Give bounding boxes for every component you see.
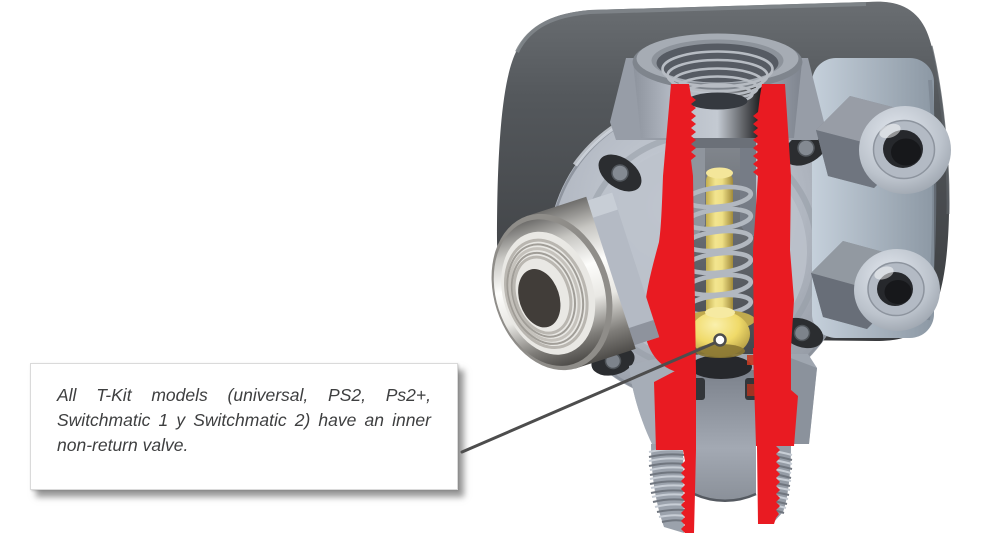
top-port: [610, 33, 824, 140]
side-port-bore: [518, 269, 561, 328]
cutaway-red-left: [643, 84, 696, 533]
callout-text-line-2: Switchmatic 1 y Switchmatic 2) have an i…: [57, 410, 431, 430]
bolt-hole: [598, 154, 642, 192]
side-port: [491, 192, 660, 371]
bottom-bore: [693, 370, 757, 502]
callout-leader: [460, 333, 727, 454]
side-port-threads: [503, 238, 589, 350]
callout-text-line-3: non-return valve.: [57, 435, 189, 455]
leader-dot: [713, 333, 727, 347]
cable-gland-bottom: [811, 241, 940, 331]
cable-gland-top: [816, 96, 951, 194]
leader-line: [460, 339, 721, 454]
callout-box: All T-Kit models (universal, PS2, Ps2+, …: [30, 363, 458, 490]
cutaway-red-right: [753, 84, 798, 524]
housing-top-highlight: [515, 2, 867, 53]
callout-text-line-1: All T-Kit models (universal, PS2, Ps2+,: [57, 385, 431, 405]
